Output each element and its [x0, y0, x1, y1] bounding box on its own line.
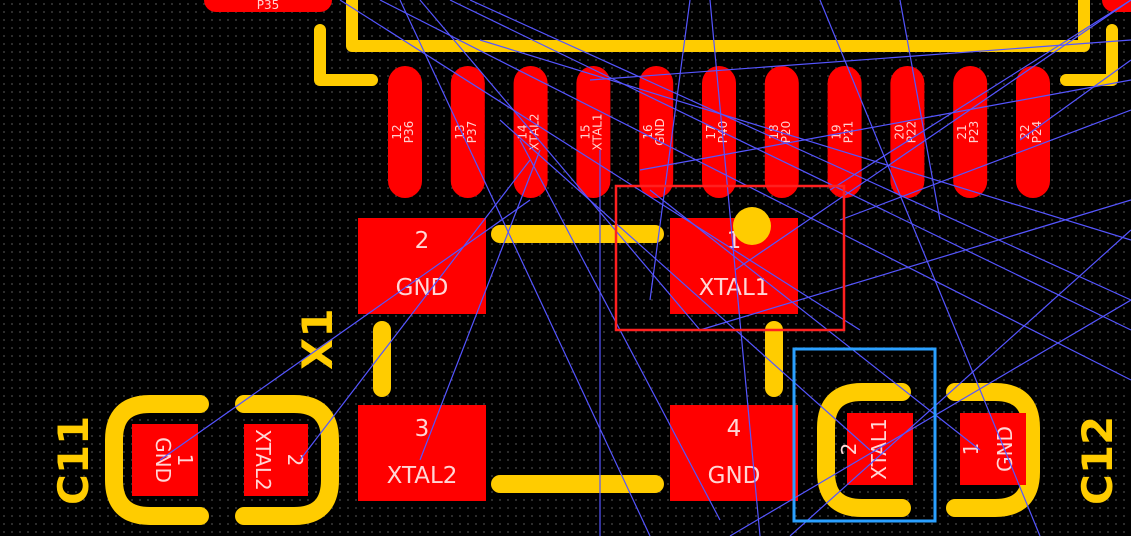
header-pad-number: 14	[516, 124, 530, 139]
svg-text:2: 2	[415, 228, 430, 254]
ratsnest-lines	[159, 0, 1131, 536]
c12-ref-label: C12	[1073, 416, 1122, 505]
ic-silkscreen-outline	[314, 0, 1118, 86]
header-pad-number: 19	[830, 124, 844, 139]
x1-ref-label: X1	[293, 308, 342, 370]
header-pad-net: GND	[653, 118, 667, 146]
header-pad-net: XTAL2	[528, 114, 542, 151]
svg-text:1: 1	[173, 454, 197, 467]
svg-text:2: 2	[837, 443, 861, 456]
header-pad-net: XTAL1	[590, 114, 604, 151]
svg-text:GND: GND	[708, 463, 761, 489]
header-pad-net: P23	[967, 121, 981, 144]
svg-text:XTAL2: XTAL2	[387, 463, 458, 489]
header-pad-number: 21	[955, 124, 969, 139]
c12-pad-1[interactable]: 1 GND	[959, 413, 1026, 485]
c11-pad-1[interactable]: GND 1	[132, 424, 198, 496]
partial-pad-p35[interactable]: P35	[204, 0, 332, 12]
svg-text:XTAL1: XTAL1	[699, 275, 770, 301]
pin1-marker-dot	[733, 207, 771, 245]
c11-ref-label: C11	[49, 416, 98, 505]
c11-pad-2[interactable]: XTAL2 2	[244, 424, 308, 496]
svg-text:GND: GND	[151, 437, 175, 483]
c11-silkscreen	[105, 395, 339, 525]
svg-text:4: 4	[727, 416, 742, 442]
header-pad-number: 22	[1018, 124, 1032, 139]
svg-text:2: 2	[283, 454, 307, 467]
header-pad-net: P20	[779, 121, 793, 144]
header-pad-net: P36	[402, 121, 416, 144]
header-pad-net: P37	[465, 121, 479, 144]
svg-text:GND: GND	[993, 426, 1017, 472]
selection-box-blue	[792, 347, 937, 523]
c12-silkscreen	[817, 383, 1040, 517]
c12-pad-2[interactable]: 2 XTAL1	[837, 413, 913, 485]
partial-pad-label: P35	[257, 0, 280, 12]
x1-pad-4[interactable]: 4 GND	[670, 405, 798, 501]
svg-text:1: 1	[959, 443, 983, 456]
selection-box-red	[614, 184, 846, 332]
header-pad-number: 16	[641, 124, 655, 139]
svg-text:3: 3	[415, 416, 430, 442]
x1-pad-1[interactable]: 1 XTAL1	[670, 218, 798, 314]
svg-text:XTAL2: XTAL2	[251, 429, 275, 491]
x1-pad-2[interactable]: 2 GND	[358, 218, 486, 314]
partial-pad-right[interactable]	[1102, 0, 1131, 12]
header-pad-net: P22	[904, 121, 918, 144]
header-pad-number: 20	[892, 124, 906, 139]
header-pad-net: P24	[1030, 121, 1044, 144]
x1-pad-3[interactable]: 3 XTAL2	[358, 405, 486, 501]
header-pad-number: 12	[390, 124, 404, 139]
x1-silkscreen	[373, 225, 783, 493]
svg-text:GND: GND	[396, 275, 449, 301]
header-pad-number: 15	[578, 124, 592, 139]
